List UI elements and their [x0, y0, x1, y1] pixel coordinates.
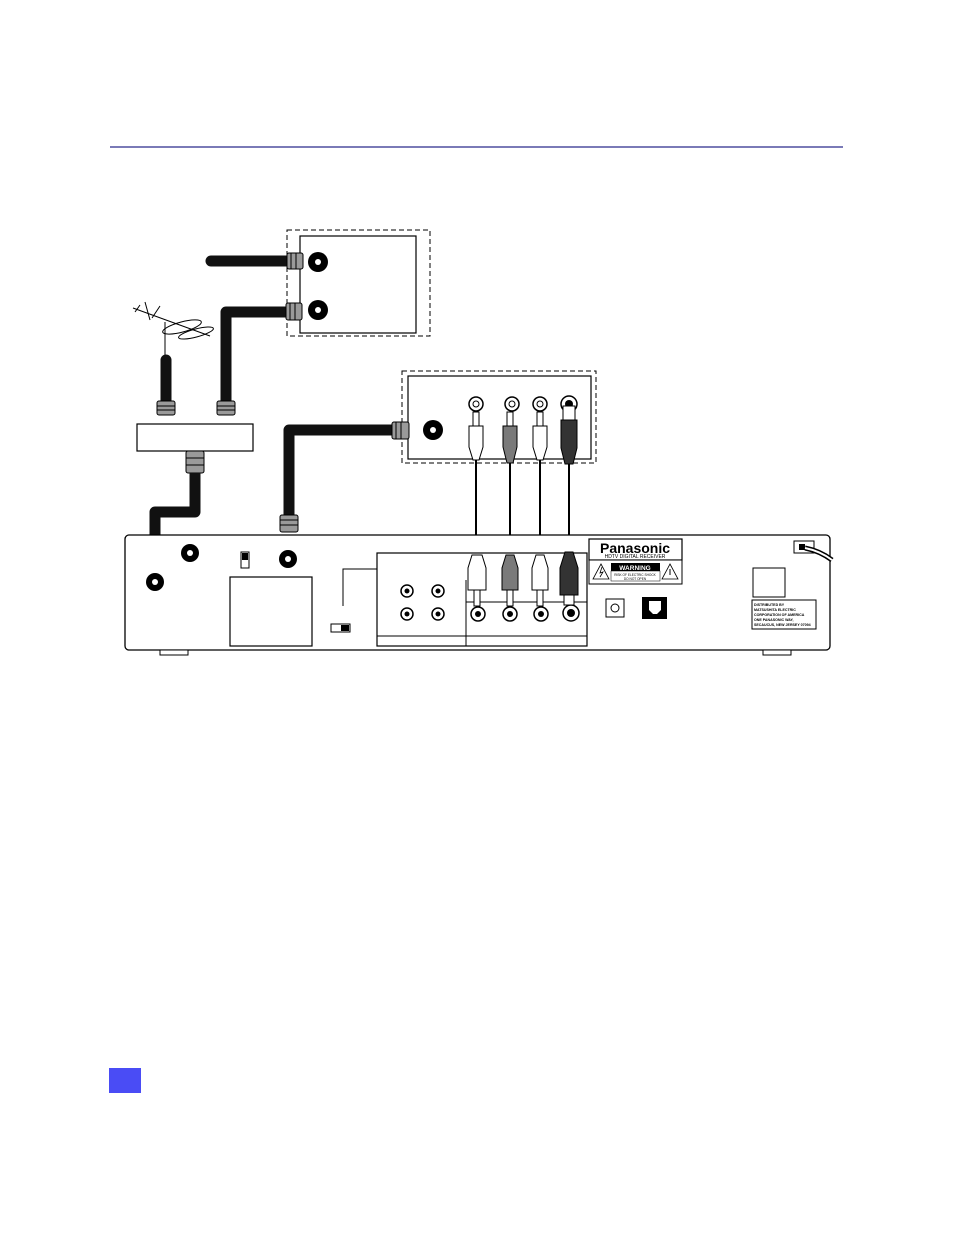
- shock-warning-icon: [592, 563, 610, 580]
- cable-splitter-to-panel: [216, 302, 303, 416]
- distributor-line-4: SECAUCUS, NEW JERSEY 07094: [754, 623, 811, 627]
- cable-box-panel: [286, 229, 431, 337]
- warning-text-1: RISK OF ELECTRIC SHOCK: [614, 573, 656, 577]
- distributor-line-0: DISTRIBUTED BY: [754, 603, 785, 607]
- antenna-cable: [156, 354, 176, 416]
- cable-receiver-to-tv-rf: [279, 421, 410, 533]
- distributor-line-1: MATSUSHITA ELECTRIC: [754, 608, 796, 612]
- splitter-box: [136, 423, 254, 474]
- page-marker: [109, 1068, 141, 1093]
- brand-label: Panasonic HDTV DIGITAL RECEIVER: [588, 538, 683, 561]
- av-plugs-tv-end: [468, 405, 578, 465]
- brand-name: Panasonic: [600, 540, 670, 556]
- distributor-line-2: CORPORATION OF AMERICA: [754, 613, 805, 617]
- distributor-label: DISTRIBUTED BY MATSUSHITA ELECTRIC CORPO…: [751, 599, 817, 630]
- av-plugs-receiver-end: [467, 551, 579, 607]
- warning-text-2: DO NOT OPEN: [624, 577, 647, 581]
- distributor-line-3: ONE PANASONIC WAY,: [754, 618, 794, 622]
- model-line: HDTV DIGITAL RECEIVER: [605, 554, 666, 560]
- antenna-icon: [132, 301, 214, 360]
- warning-label: WARNING RISK OF ELECTRIC SHOCK DO NOT OP…: [588, 559, 683, 585]
- cable-input-top: [205, 252, 304, 270]
- warning-title: WARNING: [619, 565, 650, 572]
